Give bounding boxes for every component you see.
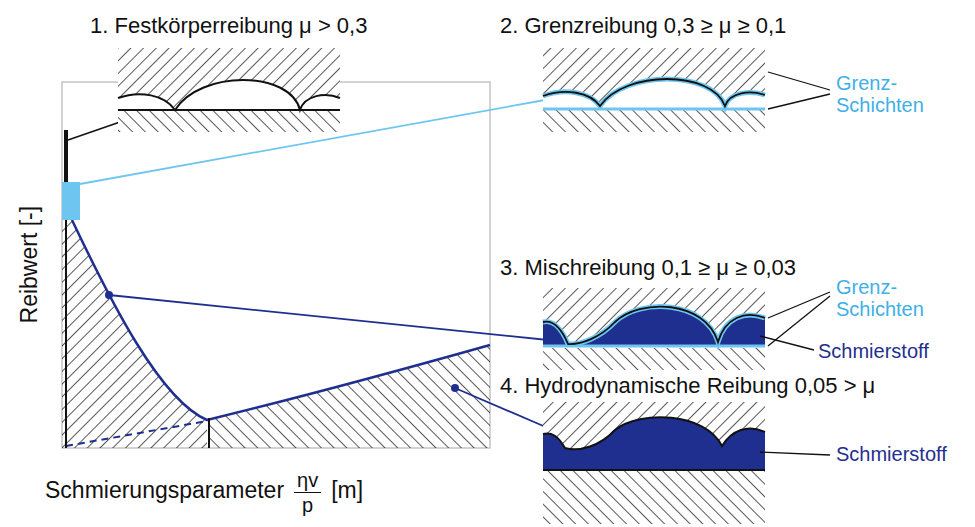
- lubricant-label: Schmierstoff: [818, 340, 929, 362]
- axis-label: Schmierungsparameter: [45, 478, 284, 503]
- lubricant-label: Schmierstoff: [836, 443, 947, 465]
- stribeck-curve: [72, 220, 490, 420]
- leader-line: [109, 295, 548, 340]
- inset-heading: 2. Grenzreibung 0,3 ≥ μ ≥ 0,1: [500, 14, 786, 38]
- axis-label: Reibwert [-]: [17, 206, 42, 324]
- inset-solid-friction: [118, 48, 340, 132]
- leader-dot: [105, 291, 113, 299]
- y-axis: [65, 220, 67, 448]
- hatch-region: [209, 345, 490, 448]
- leader-line: [80, 100, 545, 184]
- hatch-region: [62, 220, 207, 448]
- layer-label: Grenz- Schichten: [836, 276, 924, 320]
- zone1-bar: [64, 130, 68, 182]
- axis-unit: [m]: [331, 478, 363, 503]
- fraction-line: [294, 492, 321, 493]
- inset-heading: 4. Hydrodynamische Reibung 0,05 > μ: [500, 374, 875, 398]
- fraction-numerator: ηv: [297, 469, 318, 491]
- inset-mixed-friction: [543, 288, 830, 370]
- zone2-bar: [62, 182, 80, 220]
- inset-heading: 1. Festkörperreibung μ > 0,3: [90, 14, 367, 38]
- fraction-denominator: p: [302, 494, 313, 516]
- inset-heading: 3. Mischreibung 0,1 ≥ μ ≥ 0,03: [500, 256, 796, 280]
- leader-dot: [451, 384, 459, 392]
- transition-line: [208, 418, 210, 448]
- chart-frame: [62, 82, 490, 448]
- leader-line: [68, 122, 120, 140]
- inset-hydrodynamic-friction: [543, 402, 830, 524]
- dashed-extension: [66, 421, 207, 446]
- inset-boundary-friction: [543, 48, 830, 132]
- layer-label: Grenz- Schichten: [836, 72, 924, 116]
